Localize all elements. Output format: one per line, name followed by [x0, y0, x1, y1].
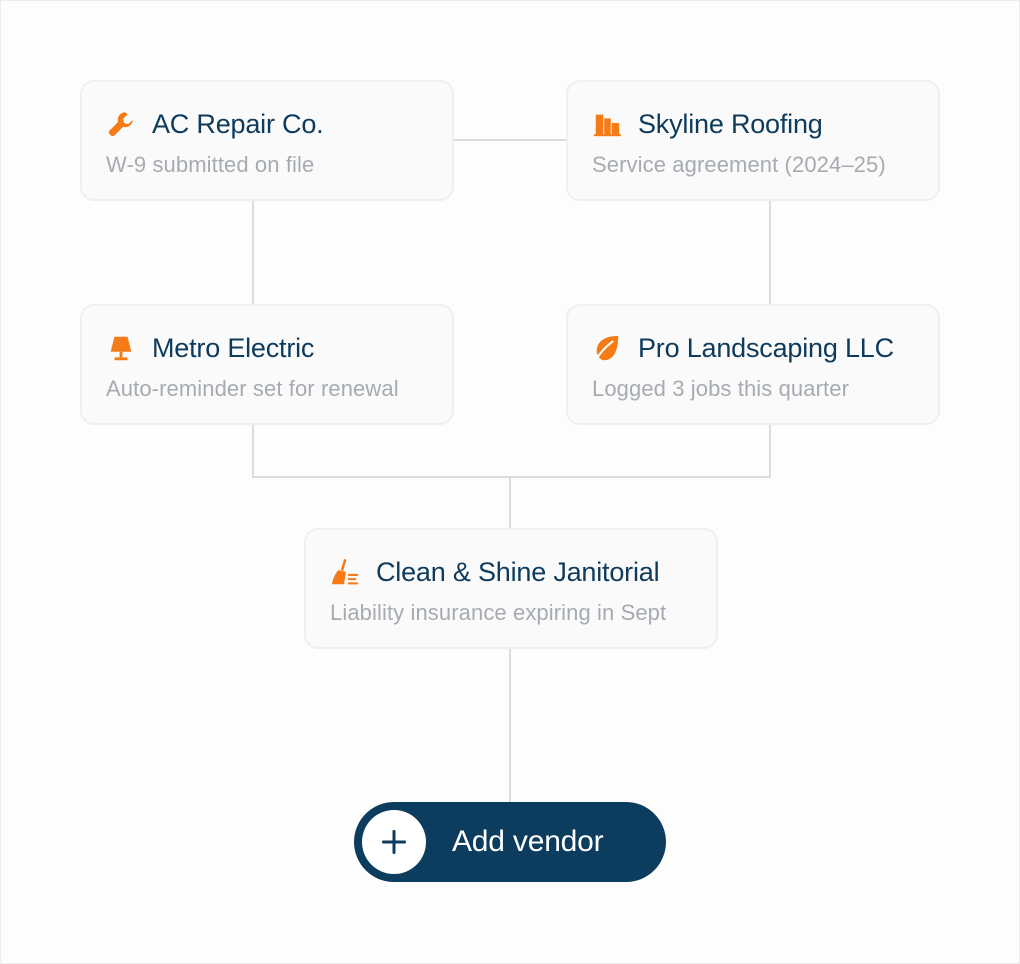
vendor-note: Logged 3 jobs this quarter — [592, 376, 849, 401]
vendor-name: Clean & Shine Janitorial — [376, 556, 660, 587]
vendor-name: Metro Electric — [152, 332, 315, 363]
vendor-card-skyline-roofing[interactable]: Skyline Roofing Service agreement (2024–… — [566, 80, 940, 201]
vendor-card-clean-shine[interactable]: Clean & Shine Janitorial Liability insur… — [304, 528, 718, 649]
vendor-note: Liability insurance expiring in Sept — [330, 600, 667, 625]
vendor-note: W-9 submitted on file — [106, 152, 315, 177]
vendor-note: Auto-reminder set for renewal — [106, 376, 399, 401]
leaf-icon — [592, 332, 624, 364]
add-vendor-button[interactable]: Add vendor — [354, 802, 666, 882]
vendor-card-ac-repair[interactable]: AC Repair Co. W-9 submitted on file — [80, 80, 454, 201]
vendor-card-metro-electric[interactable]: Metro Electric Auto-reminder set for ren… — [80, 304, 454, 425]
connector-merge-to-janitorial — [252, 425, 771, 529]
vendor-name: AC Repair Co. — [152, 108, 324, 139]
vendor-note: Service agreement (2024–25) — [592, 152, 886, 177]
vendor-name: Pro Landscaping LLC — [638, 332, 894, 363]
vendor-card-pro-landscaping[interactable]: Pro Landscaping LLC Logged 3 jobs this q… — [566, 304, 940, 425]
broom-icon — [330, 556, 362, 588]
add-vendor-label: Add vendor — [452, 825, 604, 858]
plus-icon — [362, 810, 426, 874]
lamp-icon — [106, 332, 138, 364]
wrench-icon — [106, 108, 138, 140]
vendor-name: Skyline Roofing — [638, 108, 823, 139]
building-icon — [592, 108, 624, 140]
